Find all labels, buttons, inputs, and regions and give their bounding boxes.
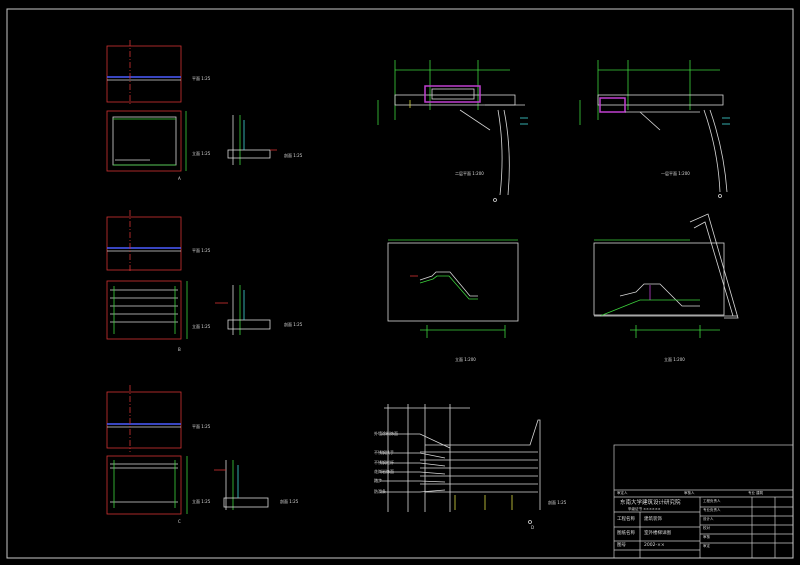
stair-detail-drawing (380, 404, 541, 524)
note-4: 花岗岩饰面 (374, 469, 394, 474)
title-right-row-6: 审定 (703, 544, 710, 548)
title-number-label: 图号 (617, 543, 626, 548)
note-3: 不锈钢栏杆 (374, 460, 394, 465)
detail-a-section-label: 剖面 1:25 (284, 153, 303, 158)
title-block-frame (613, 444, 794, 559)
detail-c-elevation (106, 455, 188, 515)
detail-c-plan-label: 平面 1:25 (192, 424, 211, 429)
detail-b-plan-label: 平面 1:25 (192, 248, 211, 253)
title-drawing-label: 图纸名称 (617, 531, 635, 536)
detail-c-elevation-label: 立面 1:25 (192, 499, 211, 504)
elevation-right-drawing (593, 213, 739, 338)
elevation-right-label: 立面 1:200 (664, 357, 685, 362)
detail-a-elevation (106, 110, 187, 172)
detail-b-plan (106, 210, 182, 273)
detail-a-plan (106, 40, 182, 105)
detail-a-section (227, 115, 277, 165)
title-number-value: 2002-×× (644, 543, 665, 548)
title-right-row-4: 校对 (703, 526, 710, 530)
detail-b-elevation-label: 立面 1:25 (192, 324, 211, 329)
title-left-row-2: 审核人 (684, 491, 695, 495)
note-5: 踏步 (374, 478, 382, 483)
note-6: 防滑条 (374, 489, 386, 494)
detail-c-section-label: 剖面 1:25 (280, 499, 299, 504)
elevation-mid-label: 立面 1:200 (455, 357, 476, 362)
title-drawing-value: 室外楼梯详图 (644, 531, 671, 536)
detail-c-plan (106, 385, 182, 452)
title-right-head: 专业 建筑 (748, 491, 764, 495)
title-left-row-1: 审定人 (617, 491, 628, 495)
detail-a-mark: A (178, 176, 181, 181)
title-project-value: 建筑装饰 (644, 517, 662, 522)
elevation-mid-drawing (387, 239, 519, 338)
note-1: 外墙涂料饰面 (374, 431, 398, 436)
title-right-row-5: 审核 (703, 535, 710, 539)
note-2: 不锈钢扶手 (374, 450, 394, 455)
plan-2-label: 二层平面 1:200 (455, 171, 484, 176)
detail-a-plan-label: 平面 1:25 (192, 76, 211, 81)
title-institute: 东南大学建筑设计研究院 (620, 500, 681, 506)
plan-1-drawing (579, 60, 730, 198)
detail-c-mark: C (178, 519, 181, 524)
title-right-row-2: 专业负责人 (703, 508, 721, 512)
title-right-row-3: 设计人 (703, 517, 714, 521)
title-project-label: 工程名称 (617, 517, 635, 522)
title-right-row-1: 工程负责人 (703, 499, 721, 503)
detail-c-section (214, 460, 269, 510)
detail-b-mark: B (178, 347, 181, 352)
detail-b-elevation (106, 280, 188, 340)
stair-detail-label: 剖面 1:25 (548, 500, 567, 505)
detail-b-section (215, 285, 271, 335)
drawing-frame (6, 8, 794, 559)
detail-a-elevation-label: 立面 1:25 (192, 151, 211, 156)
plan-1-label: 一层平面 1:200 (661, 171, 690, 176)
title-institute-sub: 甲级证书 ×××××× (628, 507, 661, 511)
detail-b-section-label: 剖面 1:25 (284, 322, 303, 327)
stair-detail-mark: D (531, 525, 535, 530)
plan-2-drawing (377, 60, 528, 202)
